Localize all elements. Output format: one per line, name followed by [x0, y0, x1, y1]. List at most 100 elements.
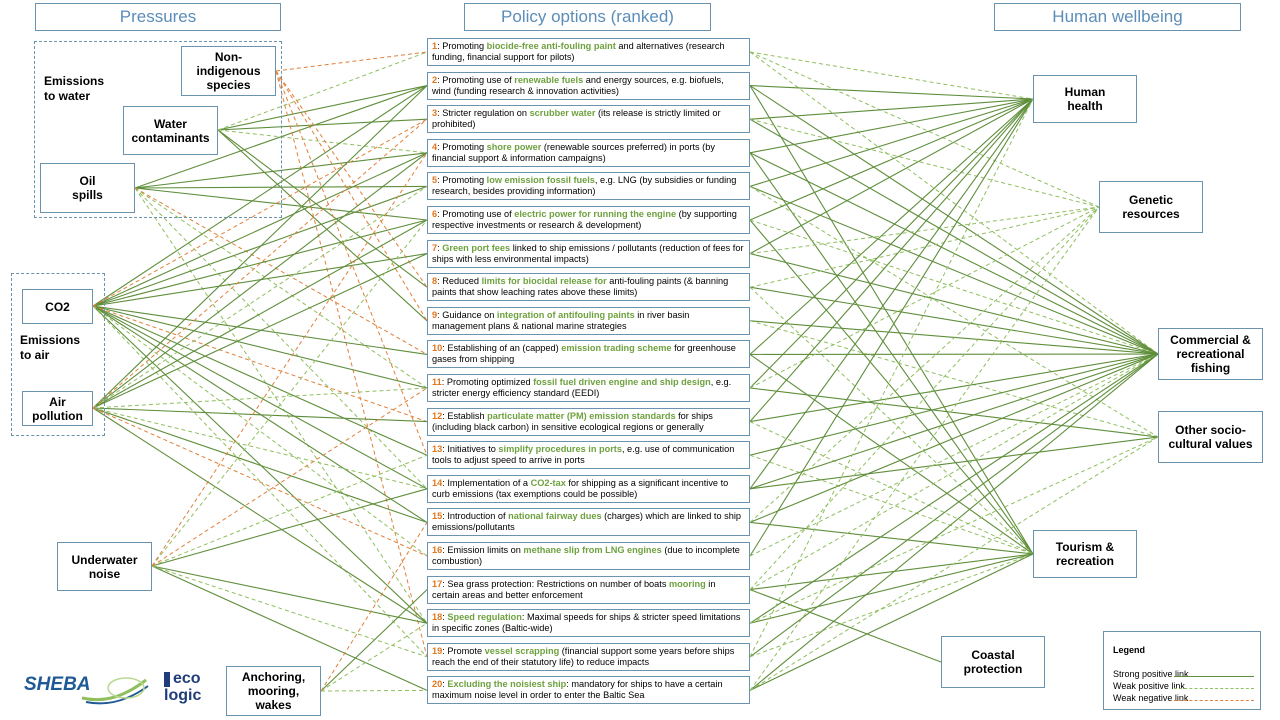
policy-num: 10	[432, 343, 443, 354]
policy-option-5[interactable]: 5: Promoting low emission fossil fuels, …	[427, 172, 750, 201]
policy-hl: mooring	[668, 578, 706, 589]
link-strong-25	[92, 305, 428, 389]
link-weak_pos-59	[749, 51, 1100, 208]
link-weak_pos-55	[320, 622, 428, 692]
link-strong-110	[749, 353, 1159, 658]
link-weak_pos-116	[749, 436, 1159, 691]
link-strong-69	[749, 152, 1034, 555]
policy-num: 15	[432, 511, 443, 522]
policy-option-18[interactable]: 18: Speed regulation: Maximal speeds for…	[427, 609, 750, 638]
policy-option-17[interactable]: 17: Sea grass protection: Restrictions o…	[427, 575, 750, 604]
link-strong-95	[749, 98, 1034, 490]
legend-line-weak-negative	[1174, 700, 1254, 701]
link-strong-3	[217, 129, 428, 322]
link-weak_neg-32	[92, 118, 428, 307]
link-strong-0	[217, 85, 428, 131]
group-label-emissions-to-air: Emissions to air	[20, 333, 81, 362]
policy-option-6[interactable]: 6: Promoting use of electric power for r…	[427, 206, 750, 234]
link-strong-38	[92, 407, 428, 423]
policy-post: (charges) which are linked to ship emiss…	[432, 511, 741, 533]
policy-hl: methane slip from LNG engines	[523, 545, 662, 555]
policy-post: in river basin management plans & nation…	[432, 309, 690, 331]
policy-option-15[interactable]: 15: Introduction of national fairway due…	[427, 508, 750, 537]
link-weak_neg-15	[275, 70, 428, 288]
policy-option-19[interactable]: 19: Promote vessel scrapping (financial …	[427, 642, 750, 671]
wellbeing-commercial-recreational-fishing[interactable]: Commercial & recreational fishing	[1158, 328, 1263, 380]
policy-pre: : Sea grass protection: Restrictions on …	[442, 578, 669, 589]
link-weak_neg-57	[320, 522, 428, 692]
policy-option-14[interactable]: 14: Implementation of a CO2-tax for ship…	[427, 474, 750, 503]
link-strong-28	[92, 305, 428, 523]
link-weak_neg-53	[151, 387, 428, 567]
link-weak_pos-81	[749, 286, 1034, 555]
link-strong-1	[217, 118, 428, 131]
link-strong-113	[749, 353, 1159, 691]
link-strong-35	[92, 152, 428, 409]
link-weak_neg-14	[275, 51, 428, 72]
policy-hl: integration of antifouling paints	[496, 309, 635, 320]
link-weak_neg-45	[92, 407, 428, 557]
policy-option-9[interactable]: 9: Guidance on integration of antifoulin…	[427, 306, 750, 335]
policy-option-16[interactable]: 16: Emission limits on methane slip from…	[427, 542, 750, 570]
policy-pre: : Promoting use of	[437, 209, 515, 219]
link-weak_neg-13	[134, 187, 428, 355]
wellbeing-coastal-protection[interactable]: Coastal protection	[941, 636, 1045, 688]
wellbeing-human-health[interactable]: Human health	[1033, 75, 1137, 123]
pressure-water-contaminants[interactable]: Water contaminants	[123, 106, 218, 155]
wellbeing-genetic-resources[interactable]: Genetic resources	[1099, 181, 1203, 233]
link-weak_pos-102	[749, 353, 1159, 557]
link-weak_pos-89	[749, 206, 1100, 389]
wellbeing-other-socio-cultural-values[interactable]: Other socio- cultural values	[1158, 411, 1263, 463]
group-label-emissions-to-water: Emissions to water	[44, 74, 105, 103]
link-strong-76	[749, 98, 1034, 255]
policy-num: 3	[432, 108, 438, 119]
link-strong-73	[749, 98, 1034, 221]
policy-hl: Speed regulation	[447, 612, 522, 623]
link-weak_neg-33	[92, 305, 428, 423]
policy-option-7[interactable]: 7: Green port fees linked to ship emissi…	[427, 239, 750, 268]
policy-option-12[interactable]: 12: Establish particulate matter (PM) em…	[427, 407, 750, 436]
legend-line-strong	[1174, 676, 1254, 677]
policy-num: 12	[432, 410, 443, 421]
ecologic-logo: eco logic	[164, 670, 208, 708]
policy-option-10[interactable]: 10: Establishing of an (capped) emission…	[427, 340, 750, 369]
wellbeing-tourism-recreation[interactable]: Tourism & recreation	[1033, 530, 1137, 578]
pressure-anchoring-mooring-wakes[interactable]: Anchoring, mooring, wakes	[226, 666, 321, 716]
policy-num: 11	[432, 377, 442, 387]
link-strong-61	[749, 85, 1034, 100]
link-strong-84	[749, 98, 1034, 355]
policy-option-4[interactable]: 4: Promoting shore power (renewable sour…	[427, 138, 750, 167]
policy-option-8[interactable]: 8: Reduced limits for biocidal release f…	[427, 273, 750, 302]
policy-post: and alternatives (research funding, fina…	[432, 41, 725, 62]
policy-option-13[interactable]: 13: Initiatives to simplify procedures i…	[427, 441, 750, 470]
pressure-co2[interactable]: CO2	[22, 289, 93, 324]
policy-num: 4	[432, 141, 438, 152]
policy-post: (its release is strictly limited or proh…	[432, 108, 721, 130]
pressure-non-indigenous-species[interactable]: Non- indigenous species	[181, 46, 276, 96]
link-strong-104	[749, 553, 1034, 591]
link-weak_pos-11	[134, 187, 428, 624]
policy-pre: : Guidance on	[437, 309, 497, 320]
policy-option-20[interactable]: 20: Excluding the noisiest ship: mandato…	[427, 676, 750, 705]
link-strong-26	[92, 305, 428, 456]
link-strong-79	[749, 286, 1159, 355]
policy-pre: : Reduced	[437, 276, 482, 287]
policy-option-2[interactable]: 2: Promoting use of renewable fuels and …	[427, 71, 750, 100]
link-strong-40	[92, 407, 428, 624]
link-strong-88	[749, 387, 1159, 438]
policy-pre: : Establishing of an (capped)	[442, 343, 562, 354]
link-strong-36	[92, 219, 428, 409]
policy-pre: : Initiatives to	[442, 444, 499, 455]
legend-weak-negative: Weak negative link	[1113, 693, 1189, 703]
link-weak_pos-31	[92, 305, 428, 658]
link-strong-87	[749, 98, 1034, 389]
policy-option-3[interactable]: 3: Stricter regulation on scrubber water…	[427, 105, 750, 134]
policy-post: , e.g. stricter energy efficiency standa…	[432, 377, 732, 398]
policy-pre: : Establish	[442, 410, 488, 421]
policy-option-1[interactable]: 1: Promoting biocide-free anti-fouling p…	[427, 38, 750, 66]
link-strong-29	[92, 305, 428, 624]
pressure-air-pollution[interactable]: Air pollution	[22, 391, 93, 426]
pressure-underwater-noise[interactable]: Underwater noise	[57, 542, 152, 591]
pressure-oil-spills[interactable]: Oil spills	[40, 163, 135, 213]
policy-option-11[interactable]: 11: Promoting optimized fossil fuel driv…	[427, 374, 750, 402]
